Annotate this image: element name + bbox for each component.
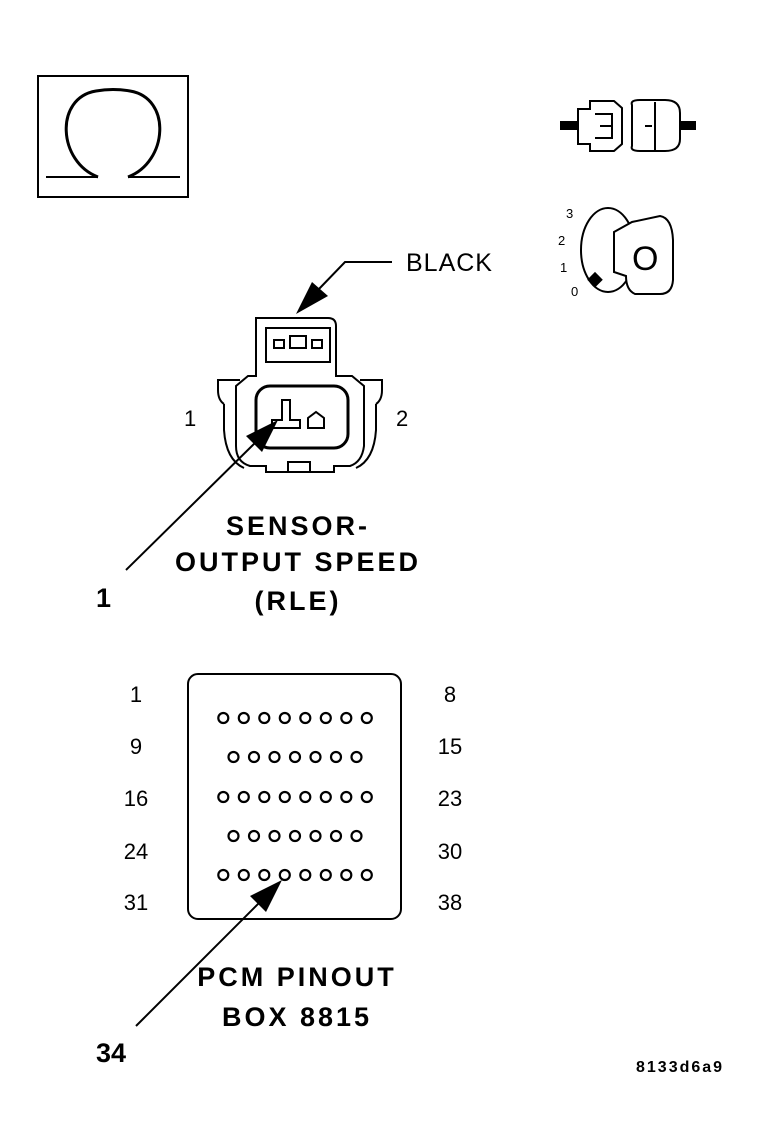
pcm-pin [217,868,230,882]
pcm-row-labels: 1 8 9 15 16 23 24 30 31 38 [124,682,462,915]
pcm-pin [247,750,261,764]
sensor-callout-arrow [125,420,278,571]
pcm-row-left-label: 24 [124,839,148,864]
pcm-pin [309,829,322,843]
pcm-pin [217,711,230,725]
pcm-pin [299,790,312,804]
pcm-callout-number: 34 [96,1038,126,1068]
pcm-pin-grid [217,711,373,882]
sensor-connector-face [217,317,383,473]
pcm-row-right-label: 30 [438,839,462,864]
pcm-pin [299,711,312,725]
pcm-pin [268,750,281,764]
pcm-pin [278,868,291,882]
pcm-pin [237,711,250,725]
pcm-row-left-label: 16 [124,786,148,811]
pcm-pin [299,868,312,882]
pcm-pin [237,790,250,804]
pcm-pin [288,829,302,843]
pcm-pin [237,868,250,882]
pcm-pin [319,790,332,804]
sensor-title-line-3: (RLE) [255,586,342,616]
ohmmeter-icon [37,75,189,198]
connector-pin-2-label: 2 [396,406,408,431]
pcm-pin [329,829,343,843]
pcm-title-line-2: BOX 8815 [222,1002,372,1032]
pcm-pin [360,711,373,725]
ignition-position-0: 0 [571,284,578,299]
pcm-row-left-label: 31 [124,890,148,915]
sensor-title-line-1: SENSOR- [226,511,370,541]
pcm-pin [227,750,240,764]
ignition-key-icon: 3 2 1 0 O [558,206,674,299]
pcm-pin [278,790,291,804]
ignition-position-1: 1 [560,260,567,275]
pcm-pin [340,790,353,804]
pcm-pin [309,750,322,764]
ignition-key-label: O [632,240,658,278]
disconnected-connector-icon [560,99,696,152]
pcm-pin [340,868,353,882]
sensor-callout-number: 1 [96,583,111,613]
pcm-pin [350,750,363,764]
pcm-pin [258,790,271,804]
pcm-pin [350,829,363,843]
pcm-pin [247,829,261,843]
pcm-pin [340,711,353,725]
pcm-row-right-label: 23 [438,786,462,811]
pcm-pin [329,750,343,764]
pcm-row-left-label: 1 [130,682,142,707]
pcm-row-right-label: 38 [438,890,462,915]
color-label-leader [296,261,392,314]
pcm-title-line-1: PCM PINOUT [197,962,397,992]
pcm-row-right-label: 8 [444,682,456,707]
pcm-pin [360,868,373,882]
pcm-pin [360,790,373,804]
pcm-pin [217,790,230,804]
ignition-position-2: 2 [558,233,565,248]
pcm-pin [278,711,291,725]
pcm-pin [288,750,302,764]
pcm-pin [319,868,332,882]
connector-pin-1-label: 1 [184,406,196,431]
figure-code: 8133d6a9 [636,1059,724,1076]
pcm-pin [258,868,271,882]
pcm-row-right-label: 15 [438,734,462,759]
sensor-title-line-2: OUTPUT SPEED [175,547,421,577]
connector-color-label: BLACK [406,249,493,277]
pcm-pin [268,829,281,843]
pcm-row-left-label: 9 [130,734,142,759]
pcm-pinout-box [187,673,402,920]
pcm-pin [227,829,240,843]
pcm-pin [319,711,332,725]
pcm-pin [258,711,271,725]
pcm-callout-arrow [135,880,282,1027]
ignition-position-3: 3 [566,206,573,221]
